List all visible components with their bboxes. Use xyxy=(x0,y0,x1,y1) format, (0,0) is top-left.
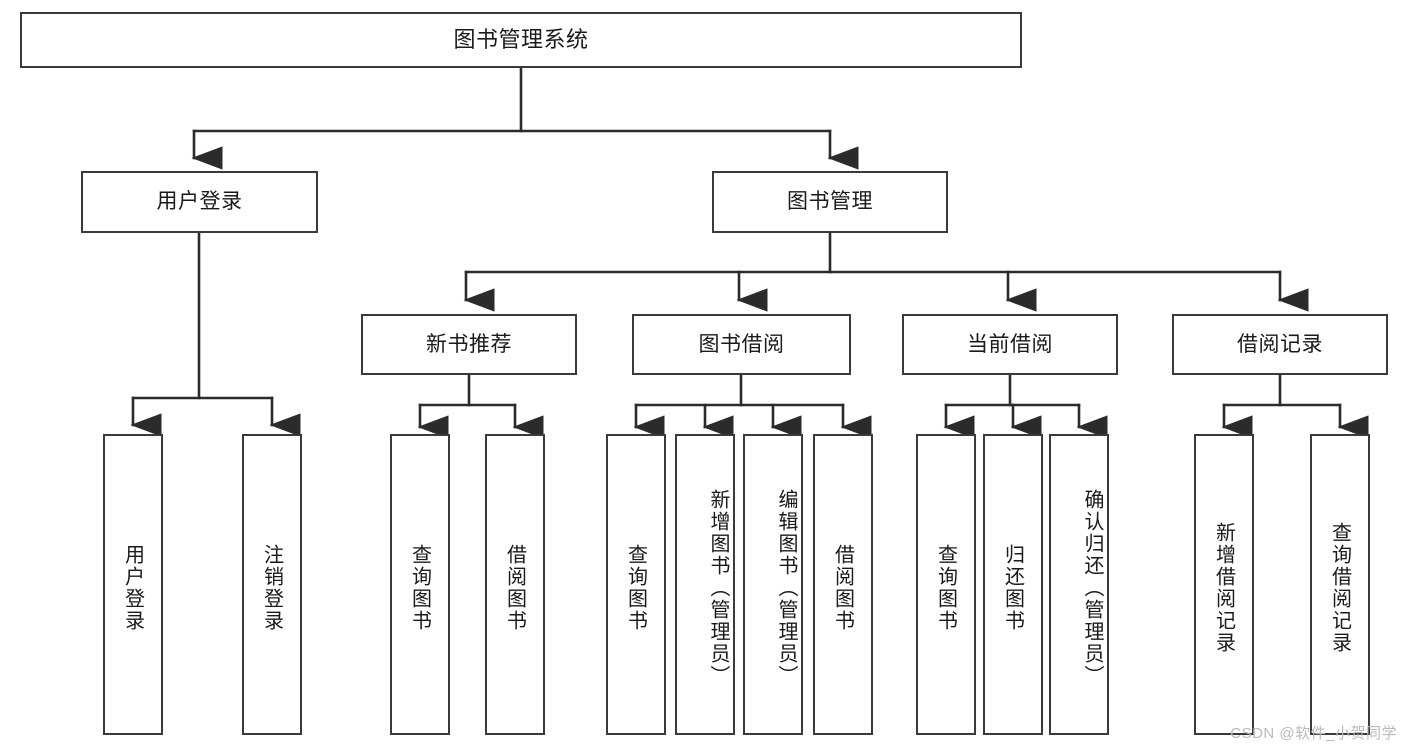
leaf-borrow-edit-book-admin[interactable]: 编辑图书（管理员） xyxy=(743,434,803,735)
node-new-book-recommend[interactable]: 新书推荐 xyxy=(361,314,577,375)
node-label: 图书管理 xyxy=(787,190,873,214)
csdn-watermark: CSDN @软件_小贺同学 xyxy=(1230,725,1397,742)
node-user-login[interactable]: 用户登录 xyxy=(81,171,318,233)
node-label: 借阅图书 xyxy=(503,543,526,632)
node-label: 新增借阅记录 xyxy=(1212,521,1235,654)
node-label: 新增图书（管理员） xyxy=(707,488,729,687)
node-label: 当前借阅 xyxy=(967,332,1053,356)
node-root-system[interactable]: 图书管理系统 xyxy=(20,12,1022,68)
leaf-borrow-borrow-book[interactable]: 借阅图书 xyxy=(813,434,873,735)
node-label: 用户登录 xyxy=(121,543,144,632)
node-label: 查询借阅记录 xyxy=(1328,521,1351,654)
leaf-current-confirm-return-admin[interactable]: 确认归还（管理员） xyxy=(1049,434,1109,735)
node-label: 查询图书 xyxy=(624,543,647,632)
node-current-borrow[interactable]: 当前借阅 xyxy=(902,314,1118,375)
leaf-recommend-borrow-book[interactable]: 借阅图书 xyxy=(485,434,545,735)
leaf-current-return-book[interactable]: 归还图书 xyxy=(983,434,1043,735)
node-label: 新书推荐 xyxy=(426,332,512,356)
leaf-record-query-record[interactable]: 查询借阅记录 xyxy=(1310,434,1370,735)
node-label: 借阅图书 xyxy=(831,543,854,632)
node-borrow-record[interactable]: 借阅记录 xyxy=(1172,314,1388,375)
node-book-management[interactable]: 图书管理 xyxy=(712,171,948,233)
node-label: 确认归还（管理员） xyxy=(1081,488,1103,687)
node-label: 图书借阅 xyxy=(698,332,785,356)
node-label: 用户登录 xyxy=(156,190,243,214)
node-label: 借阅记录 xyxy=(1237,332,1323,356)
leaf-borrow-query-book[interactable]: 查询图书 xyxy=(606,434,666,735)
node-label: 图书管理系统 xyxy=(453,26,589,52)
leaf-user-login-logout[interactable]: 注销登录 xyxy=(242,434,302,735)
leaf-record-add-record[interactable]: 新增借阅记录 xyxy=(1194,434,1254,735)
leaf-borrow-add-book-admin[interactable]: 新增图书（管理员） xyxy=(675,434,735,735)
leaf-current-query-book[interactable]: 查询图书 xyxy=(916,434,976,735)
node-label: 编辑图书（管理员） xyxy=(775,488,797,687)
node-label: 查询图书 xyxy=(408,543,431,632)
leaf-user-login-login[interactable]: 用户登录 xyxy=(103,434,163,735)
node-label: 归还图书 xyxy=(1001,543,1024,632)
leaf-recommend-query-book[interactable]: 查询图书 xyxy=(390,434,450,735)
node-label: 注销登录 xyxy=(260,543,283,632)
node-book-borrow[interactable]: 图书借阅 xyxy=(632,314,851,375)
node-label: 查询图书 xyxy=(934,543,957,632)
